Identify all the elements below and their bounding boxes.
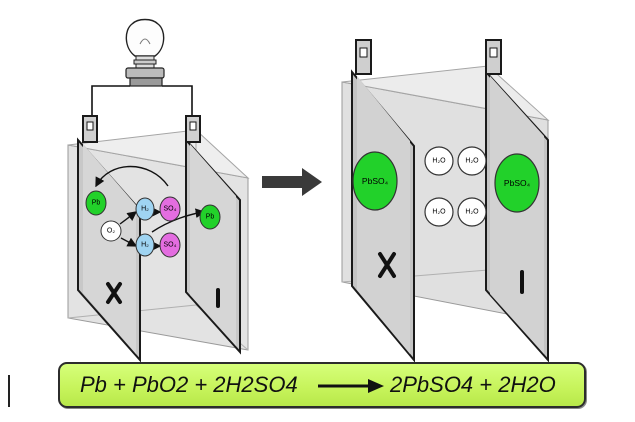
ion-so4-bottom-label: SO₄: [164, 242, 177, 249]
discharged-cell: PbSO₄ PbSO₄ H₂O H₂O H₂O H₂O: [341, 39, 550, 363]
negative-plate: [185, 115, 241, 355]
equation-reactants: Pb + PbO2 + 2H2SO4: [80, 372, 298, 397]
ion-h2-top: H₂: [135, 197, 155, 221]
ion-pb-negative: Pb: [199, 204, 221, 230]
deposit-pbso4-right: PbSO₄: [494, 153, 540, 213]
water-molecule: H₂O: [457, 146, 487, 176]
ion-so4-bottom: SO₄: [159, 232, 181, 258]
negative-plate: [485, 39, 549, 363]
deposit-pbso4-left: PbSO₄: [352, 151, 398, 211]
equation-products: 2PbSO4 + 2H2O: [390, 372, 556, 397]
water-label: H₂O: [432, 158, 446, 165]
positive-mark: [378, 252, 396, 278]
water-label: H₂O: [465, 158, 479, 165]
ion-h2-top-label: H₂: [141, 206, 149, 213]
ion-h2-bottom-label: H₂: [141, 242, 149, 249]
deposit-pbso4-right-label: PbSO₄: [504, 178, 531, 188]
ion-pb-positive: Pb: [85, 190, 107, 216]
water-molecule: H₂O: [424, 197, 454, 227]
water-molecule: H₂O: [457, 197, 487, 227]
equation-arrow-icon: [318, 379, 384, 393]
positive-plate: [351, 39, 415, 363]
positive-mark: [106, 282, 122, 304]
water-molecule: H₂O: [424, 146, 454, 176]
water-label: H₂O: [432, 209, 446, 216]
light-bulb-icon: [125, 18, 165, 87]
ion-so4-top-label: SO₄: [164, 206, 177, 213]
discharging-cell: Pb O₂ H₂ H₂ SO₄ SO₄ Pb: [67, 18, 250, 363]
ion-o2: O₂: [100, 220, 122, 242]
equation-box: Pb + PbO2 + 2H2SO4 2PbSO4 + 2H2O: [58, 362, 586, 408]
edge-divider: [8, 375, 10, 407]
arrow-right-icon: [262, 168, 322, 196]
deposit-pbso4-left-label: PbSO₄: [362, 176, 389, 186]
ion-so4-top: SO₄: [159, 196, 181, 222]
ion-pb-negative-label: Pb: [206, 214, 215, 221]
ion-h2-bottom: H₂: [135, 233, 155, 257]
ion-pb-positive-label: Pb: [92, 200, 101, 207]
ion-o2-label: O₂: [107, 228, 115, 235]
water-label: H₂O: [465, 209, 479, 216]
circuit-wire: [91, 85, 193, 128]
